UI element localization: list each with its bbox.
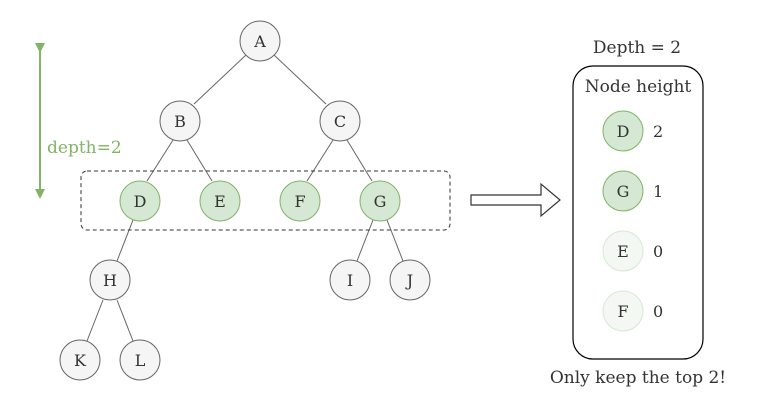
node-c-circle <box>319 100 361 142</box>
tree-nodes: A B C D E F G H <box>59 20 431 381</box>
node-a-circle <box>239 20 281 62</box>
panel-row-3-circle <box>602 230 644 272</box>
node-l: L <box>119 339 161 381</box>
panel-row-1-node: D <box>617 122 630 141</box>
panel-row-4-height: 0 <box>653 302 663 321</box>
edge-c-g <box>346 139 373 182</box>
node-j: J <box>389 259 431 301</box>
node-i: I <box>329 259 371 301</box>
node-l-label: L <box>135 351 146 370</box>
panel-row-2-height: 1 <box>653 182 663 201</box>
panel-row-3-node: E <box>617 242 629 261</box>
node-e-label: E <box>214 192 226 211</box>
panel-row-3: E 0 <box>602 230 663 272</box>
node-k-circle <box>59 339 101 381</box>
edge-d-h <box>116 219 134 262</box>
edge-b-e <box>186 139 213 182</box>
panel-row-2-circle <box>602 170 644 212</box>
node-e-circle <box>199 180 241 222</box>
node-d-circle <box>119 180 161 222</box>
node-b-label: B <box>174 112 186 131</box>
edge-b-d <box>146 139 174 182</box>
depth-label: depth=2 <box>47 138 122 158</box>
panel-row-2: G 1 <box>602 170 663 212</box>
node-j-circle <box>389 259 431 301</box>
node-k-label: K <box>74 351 87 370</box>
panel-row-1: D 2 <box>602 110 663 152</box>
panel-header: Node height <box>585 77 692 97</box>
node-g: G <box>359 180 401 222</box>
edge-h-k <box>86 299 104 342</box>
node-a: A <box>239 20 281 62</box>
panel-row-2-node: G <box>617 182 630 201</box>
node-b-circle <box>159 100 201 142</box>
depth-selection-box <box>80 170 451 231</box>
node-l-circle <box>119 339 161 381</box>
node-f-circle <box>279 180 321 222</box>
node-h-circle <box>89 259 131 301</box>
panel-row-4-node: F <box>617 302 628 321</box>
right-arrow-icon <box>470 182 561 218</box>
edge-g-i <box>356 219 374 262</box>
node-h: H <box>89 259 131 301</box>
panel-caption: Only keep the top 2! <box>550 368 726 388</box>
node-k: K <box>59 339 101 381</box>
node-d: D <box>119 180 161 222</box>
node-g-circle <box>359 180 401 222</box>
panel-row-1-height: 2 <box>653 122 663 141</box>
panel-row-4: F 0 <box>602 290 663 332</box>
tree-edges <box>86 54 404 342</box>
node-f: F <box>279 180 321 222</box>
panel-row-4-circle <box>602 290 644 332</box>
edge-c-f <box>306 139 334 182</box>
node-c: C <box>319 100 361 142</box>
edge-g-j <box>386 219 404 262</box>
node-i-circle <box>329 259 371 301</box>
node-b: B <box>159 100 201 142</box>
panel-title: Depth = 2 <box>593 38 681 58</box>
node-a-label: A <box>253 32 266 51</box>
node-c-label: C <box>334 112 346 131</box>
node-e: E <box>199 180 241 222</box>
node-h-label: H <box>103 271 117 290</box>
node-d-label: D <box>134 192 147 211</box>
node-f-label: F <box>294 192 305 211</box>
panel-row-3-height: 0 <box>653 242 663 261</box>
node-j-label: J <box>405 271 413 290</box>
edge-a-c <box>273 54 327 105</box>
panel-row-1-circle <box>602 110 644 152</box>
node-g-label: G <box>374 192 387 211</box>
edge-a-b <box>193 54 247 105</box>
node-i-label: I <box>347 271 353 290</box>
edge-h-l <box>116 299 134 342</box>
